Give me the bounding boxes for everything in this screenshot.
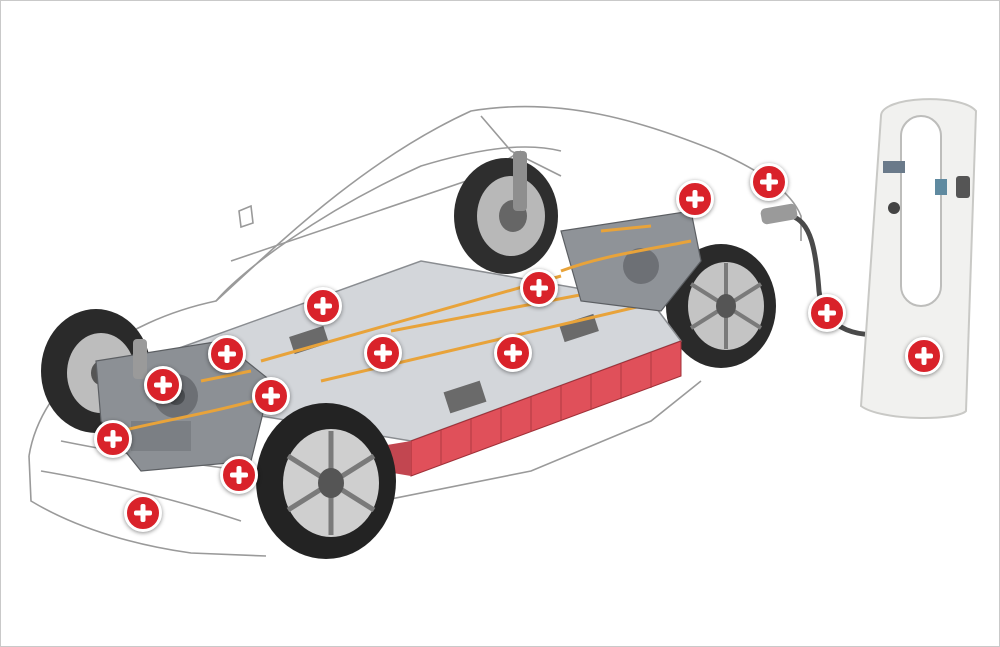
hotspot-rear-drive-unit[interactable] bbox=[676, 180, 714, 218]
hotspot-battery-pack-center[interactable] bbox=[364, 334, 402, 372]
hotspot-charge-port[interactable] bbox=[750, 163, 788, 201]
rear-drive-unit bbox=[560, 210, 702, 312]
battery-pack bbox=[170, 260, 683, 477]
hotspot-battery-pack-front[interactable] bbox=[304, 287, 342, 325]
front-right-wheel bbox=[256, 403, 396, 559]
rear-left-wheel bbox=[454, 158, 558, 274]
hotspot-front-motor[interactable] bbox=[144, 366, 182, 404]
hotspot-charging-station[interactable] bbox=[905, 337, 943, 375]
hotspot-battery-pack-rear[interactable] bbox=[494, 334, 532, 372]
hotspot-front-left[interactable] bbox=[94, 420, 132, 458]
charging-station bbox=[859, 98, 978, 419]
hotspot-front-wheel-area[interactable] bbox=[220, 456, 258, 494]
charging-plug bbox=[760, 203, 798, 225]
hotspot-charging-cable[interactable] bbox=[808, 294, 846, 332]
hotspot-rear-electronics[interactable] bbox=[520, 269, 558, 307]
hotspot-front-bumper[interactable] bbox=[124, 494, 162, 532]
hotspot-front-suspension[interactable] bbox=[208, 335, 246, 373]
rear-shock bbox=[513, 151, 527, 211]
rear-right-wheel bbox=[666, 244, 776, 368]
hotspot-power-electronics[interactable] bbox=[252, 377, 290, 415]
